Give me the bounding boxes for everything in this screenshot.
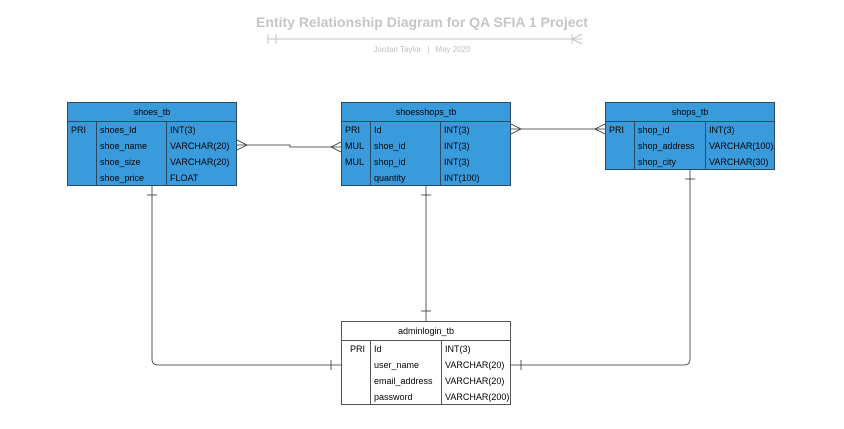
type-cell: INT(3): [445, 344, 471, 354]
field-cell: shop_address: [638, 141, 695, 151]
type-cell: INT(100): [444, 173, 480, 183]
field-cell: user_name: [374, 360, 420, 370]
author-name: Jordan Taylor: [373, 45, 422, 54]
table-title: shoesshops_tb: [342, 103, 510, 122]
key-cell: PRI: [350, 344, 366, 354]
table-body: PRI shop_id INT(3) shop_address VARCHAR(100…: [606, 122, 774, 170]
connector-shops-to-adminlogin: [511, 170, 691, 366]
field-cell: email_address: [374, 376, 433, 386]
diagram-title: Entity Relationship Diagram for QA SFIA …: [256, 14, 588, 30]
diagram-date: May 2020: [435, 45, 471, 54]
type-cell: INT(3): [444, 157, 470, 167]
table-row: PRI shop_id INT(3): [606, 122, 774, 138]
table-row: shop_address VARCHAR(100): [606, 138, 774, 154]
crow-foot-shoesshops-right: [510, 123, 522, 135]
crow-foot-shoes: [236, 139, 248, 151]
field-cell: shop_city: [638, 157, 677, 167]
type-cell: INT(3): [709, 125, 735, 135]
type-cell: VARCHAR(30): [709, 157, 769, 167]
crow-foot-shops: [594, 123, 606, 135]
table-row: shoe_name VARCHAR(20): [68, 138, 236, 154]
column-divider: [440, 122, 441, 186]
connector-shoes-to-adminlogin: [151, 186, 341, 366]
field-cell: shoe_price: [100, 173, 145, 183]
type-cell: INT(3): [444, 141, 470, 151]
column-divider: [370, 341, 371, 405]
connector-shoes-to-shoesshops: [237, 144, 341, 148]
crow-foot-shoesshops-left: [330, 141, 342, 153]
field-cell: shoes_Id: [100, 125, 137, 135]
type-cell: VARCHAR(200): [445, 392, 510, 402]
column-divider: [705, 122, 706, 170]
field-cell: shoe_id: [374, 141, 406, 151]
table-row: shoe_size VARCHAR(20): [68, 154, 236, 170]
type-cell: VARCHAR(20): [445, 376, 505, 386]
type-cell: FLOAT: [170, 173, 199, 183]
key-cell: PRI: [609, 125, 625, 135]
column-divider: [166, 122, 167, 186]
table-row: shop_city VARCHAR(30): [606, 154, 774, 170]
table-title: shops_tb: [606, 103, 774, 122]
field-cell: password: [374, 392, 413, 402]
table-row: password VARCHAR(200): [342, 389, 510, 405]
type-cell: VARCHAR(20): [170, 141, 230, 151]
type-cell: VARCHAR(20): [445, 360, 505, 370]
field-cell: quantity: [374, 173, 406, 183]
field-cell: shop_id: [374, 157, 406, 167]
column-divider: [370, 122, 371, 186]
field-cell: shoe_size: [100, 157, 141, 167]
field-cell: Id: [374, 344, 382, 354]
key-cell: MUL: [345, 141, 365, 151]
key-cell: MUL: [345, 157, 365, 167]
field-cell: shoe_name: [100, 141, 148, 151]
table-row: quantity INT(100): [342, 170, 510, 186]
key-cell: PRI: [345, 125, 361, 135]
column-divider: [441, 341, 442, 405]
type-cell: INT(3): [444, 125, 470, 135]
table-row: MUL shop_id INT(3): [342, 154, 510, 170]
table-row: PRI Id INT(3): [342, 341, 510, 357]
field-cell: shop_id: [638, 125, 670, 135]
title-underline: [267, 33, 583, 45]
table-row: shoe_price FLOAT: [68, 170, 236, 186]
type-cell: VARCHAR(100): [709, 141, 774, 151]
type-cell: INT(3): [170, 125, 196, 135]
table-row: user_name VARCHAR(20): [342, 357, 510, 373]
key-cell: PRI: [71, 125, 87, 135]
field-cell: Id: [374, 125, 382, 135]
byline-separator: |: [427, 45, 430, 54]
table-row: PRI Id INT(3): [342, 122, 510, 138]
table-title: adminlogin_tb: [342, 322, 510, 341]
diagram-byline: Jordan Taylor | May 2020: [0, 45, 844, 54]
table-row: PRI shoes_Id INT(3): [68, 122, 236, 138]
column-divider: [634, 122, 635, 170]
column-divider: [96, 122, 97, 186]
table-row: MUL shoe_id INT(3): [342, 138, 510, 154]
table-title: shoes_tb: [68, 103, 236, 122]
table-row: email_address VARCHAR(20): [342, 373, 510, 389]
type-cell: VARCHAR(20): [170, 157, 230, 167]
